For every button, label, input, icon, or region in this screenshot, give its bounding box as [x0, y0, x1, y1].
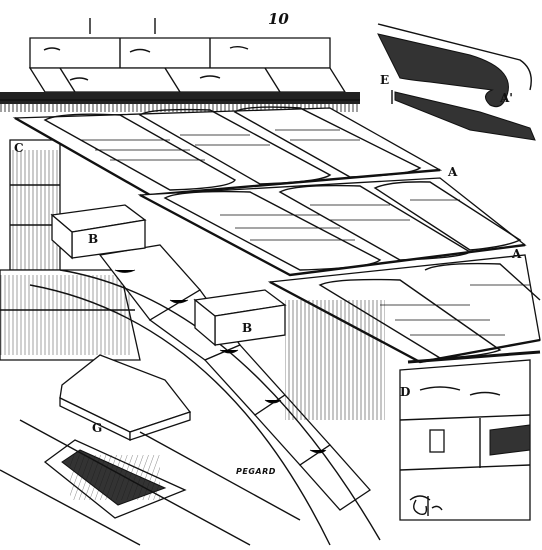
artist-signature: PEGARD: [236, 467, 276, 476]
roof-tier-2: [137, 177, 527, 277]
label-b-left: B: [88, 232, 98, 246]
pier-d: [399, 359, 531, 521]
label-g: G: [92, 421, 102, 435]
block-b-left: [50, 204, 147, 260]
label-b-center: B: [242, 321, 252, 335]
figure-number: 10: [268, 10, 289, 28]
drain-opening: [0, 419, 301, 546]
profile-inset: [377, 23, 536, 141]
top-cornice: [0, 18, 360, 112]
engraver-monogram: [413, 496, 443, 516]
slab-g: [59, 354, 192, 442]
label-a-mid: A: [511, 247, 522, 261]
label-a-prime: A': [499, 91, 513, 105]
label-c: C: [14, 141, 24, 155]
label-e: E: [380, 73, 389, 87]
block-b-center: [193, 289, 287, 347]
label-d: D: [400, 385, 410, 399]
left-wall: [0, 139, 141, 361]
label-a-top: A: [447, 165, 458, 179]
